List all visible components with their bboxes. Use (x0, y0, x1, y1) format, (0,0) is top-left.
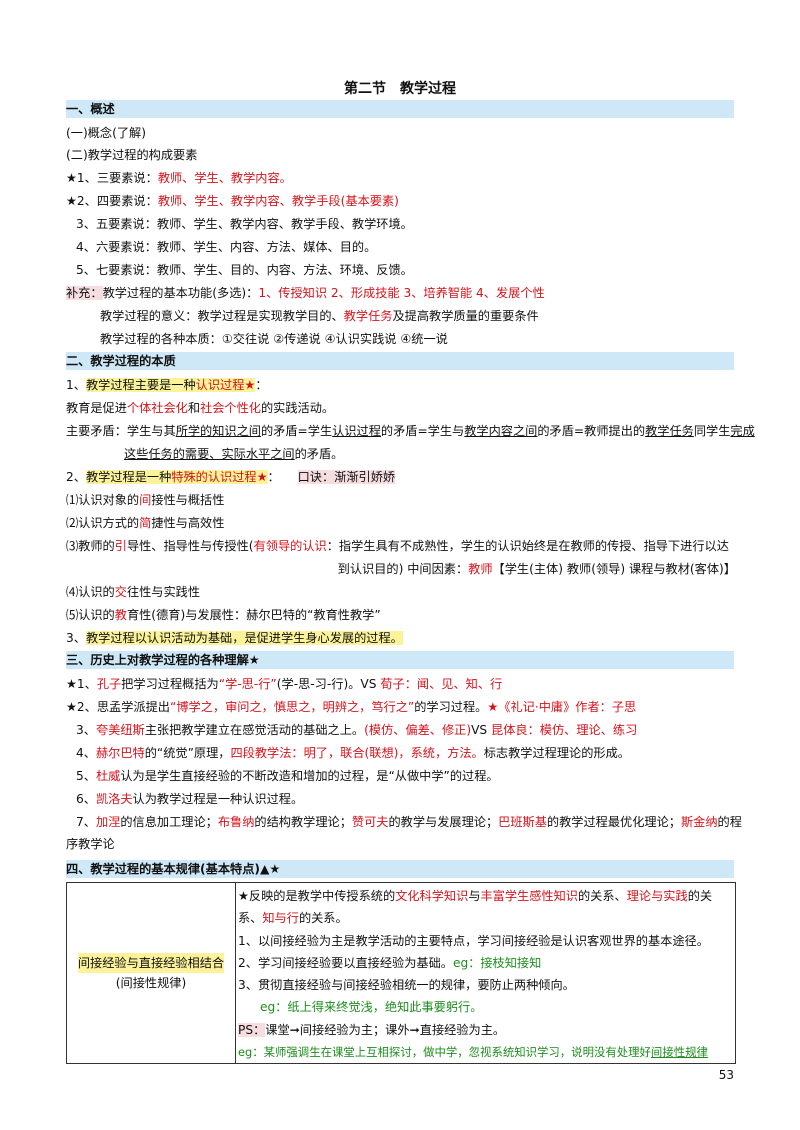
history-item-6: 6、凯洛夫认为教学过程是一种认识过程。 (76, 792, 304, 806)
trait-3-continued: 到认识目的) 中间因素：教师【学生(主体) 教师(领导) 课程与教材(客体)】 (337, 562, 736, 576)
main-contradiction-line-2: 这些任务的需要、实际水平之间的矛盾。 (124, 447, 344, 461)
significance-line: 教学过程的意义：教学过程是实现教学目的、教学任务及提高教学质量的重要条件 (100, 309, 539, 323)
rule-example-poem: eg：纸上得来终觉浅，绝知此事要躬行。 (260, 1000, 483, 1015)
nature-theories-line: 教学过程的各种本质：①交往说 ②传递说 ④认识实践说 ④统一说 (100, 332, 448, 346)
page-number: 53 (718, 1068, 734, 1082)
trait-5: ⑸认识的教育性(德育)与发展性：赫尔巴特的“教育性教学” (66, 608, 381, 622)
trait-4: ⑷认识的交往性与实践性 (66, 585, 201, 599)
element-item-1: ★1、三要素说：教师、学生、教学内容。 (66, 171, 292, 185)
history-item-7-line2: 序教学论 (66, 837, 115, 851)
section-3-heading: 三、历史上对教学过程的各种理解★ (66, 651, 734, 669)
history-item-3: 3、夸美纽斯主张把教学建立在感觉活动的基础之上。(模仿、偏差、修正)VS 昆体良… (76, 723, 638, 737)
essence-point-3: 3、教学过程以认识活动为基础，是促进学生身心发展的过程。 (66, 631, 403, 645)
rule-name: 间接经验与直接经验相结合 (77, 953, 225, 974)
main-contradiction-line-1: 主要矛盾：学生与其所学的知识之间的矛盾=学生认识过程的矛盾=学生与教学内容之间的… (66, 424, 755, 438)
element-item-5: 5、七要素说：教师、学生、目的、内容、方法、环境、反馈。 (76, 263, 413, 277)
history-item-5: 5、杜威认为是学生直接经验的不断改造和增加的过程，是“从做中学”的过程。 (76, 769, 499, 783)
rule-line-reflects: ★反映的是教学中传授系统的文化科学知识与丰富学生感性知识的关系、理论与实践的关系… (238, 889, 713, 926)
trait-2: ⑵认识方式的简捷性与高效性 (66, 516, 225, 530)
table-row: 间接经验与直接经验相结合 (间接性规律) ★反映的是教学中传授系统的文化科学知识… (66, 881, 736, 1065)
history-item-7: 7、加涅的信息加工理论；布鲁纳的结构教学理论；赞可夫的教学与发展理论；巴班斯基的… (76, 815, 742, 829)
element-item-4: 4、六要素说：教师、学生、内容、方法、媒体、目的。 (76, 240, 377, 254)
rule-subtitle: (间接性规律) (115, 976, 187, 991)
rule-detail-cell: ★反映的是教学中传授系统的文化科学知识与丰富学生感性知识的关系、理论与实践的关系… (235, 881, 736, 1065)
rule-line-1: 1、以间接经验为主是教学活动的主要特点，学习间接经验是认识客观世界的基本途径。 (238, 933, 709, 948)
element-item-2: ★2、四要素说：教师、学生、教学内容、教学手段(基本要素) (66, 194, 399, 208)
trait-1: ⑴认识对象的间接性与概括性 (66, 493, 225, 507)
rule-ps-line: PS：课堂➞间接经验为主；课外➞直接经验为主。 (238, 1022, 506, 1037)
history-item-2: ★2、思孟学派提出“博学之，审问之，慎思之，明辨之，笃行之”的学习过程。★《礼记… (66, 700, 637, 714)
rule-name-cell: 间接经验与直接经验相结合 (间接性规律) (66, 881, 236, 1065)
element-item-3: 3、五要素说：教师、学生、教学内容、教学手段、教学环境。 (76, 217, 413, 231)
mnemonic-tag: 口诀：渐渐引娇娇 (297, 470, 396, 484)
education-definition: 教育是促进个体社会化和社会个性化的实践活动。 (66, 401, 335, 415)
elements-heading: (二)教学过程的构成要素 (66, 148, 198, 162)
section-4-heading: 四、教学过程的基本规律(基本特点)▲★ (66, 860, 734, 878)
rule-line-2: 2、学习间接经验要以直接经验为基础。eg：接枝知接知 (238, 955, 542, 970)
page-title: 第二节 教学过程 (344, 81, 456, 97)
rules-table: 间接经验与直接经验相结合 (间接性规律) ★反映的是教学中传授系统的文化科学知识… (66, 881, 736, 1065)
section-2-heading: 二、教学过程的本质 (66, 352, 734, 370)
history-item-1: ★1、孔子把学习过程概括为“学-思-行”(学-思-习-行)。VS 荀子：闻、见、… (66, 677, 503, 691)
concept-line: (一)概念(了解) (66, 126, 146, 140)
rule-line-3: 3、贯彻直接经验与间接经验相统一的规律，要防止两种倾向。 (238, 978, 575, 993)
history-item-4: 4、赫尔巴特的“统觉”原理，四段教学法：明了，联合(联想)，系统，方法。标志教学… (76, 746, 630, 760)
rule-example-teacher: eg：某师强调生在课堂上互相探讨，做中学，忽视系统知识学习，说明没有处理好间接性… (238, 1045, 708, 1060)
essence-point-2: 2、教学过程是一种特殊的认识过程★： 口诀：渐渐引娇娇 (66, 470, 396, 484)
supplement-line: 补充：教学过程的基本功能(多选)：1、传授知识 2、形成技能 3、培养智能 4、… (66, 286, 545, 300)
essence-point-1: 1、教学过程主要是一种认识过程★： (66, 378, 268, 392)
trait-3: ⑶教师的引导性、指导性与传授性(有领导的认识：指学生具有不成熟性，学生的认识始终… (66, 539, 729, 553)
section-1-heading: 一、概述 (66, 100, 734, 118)
